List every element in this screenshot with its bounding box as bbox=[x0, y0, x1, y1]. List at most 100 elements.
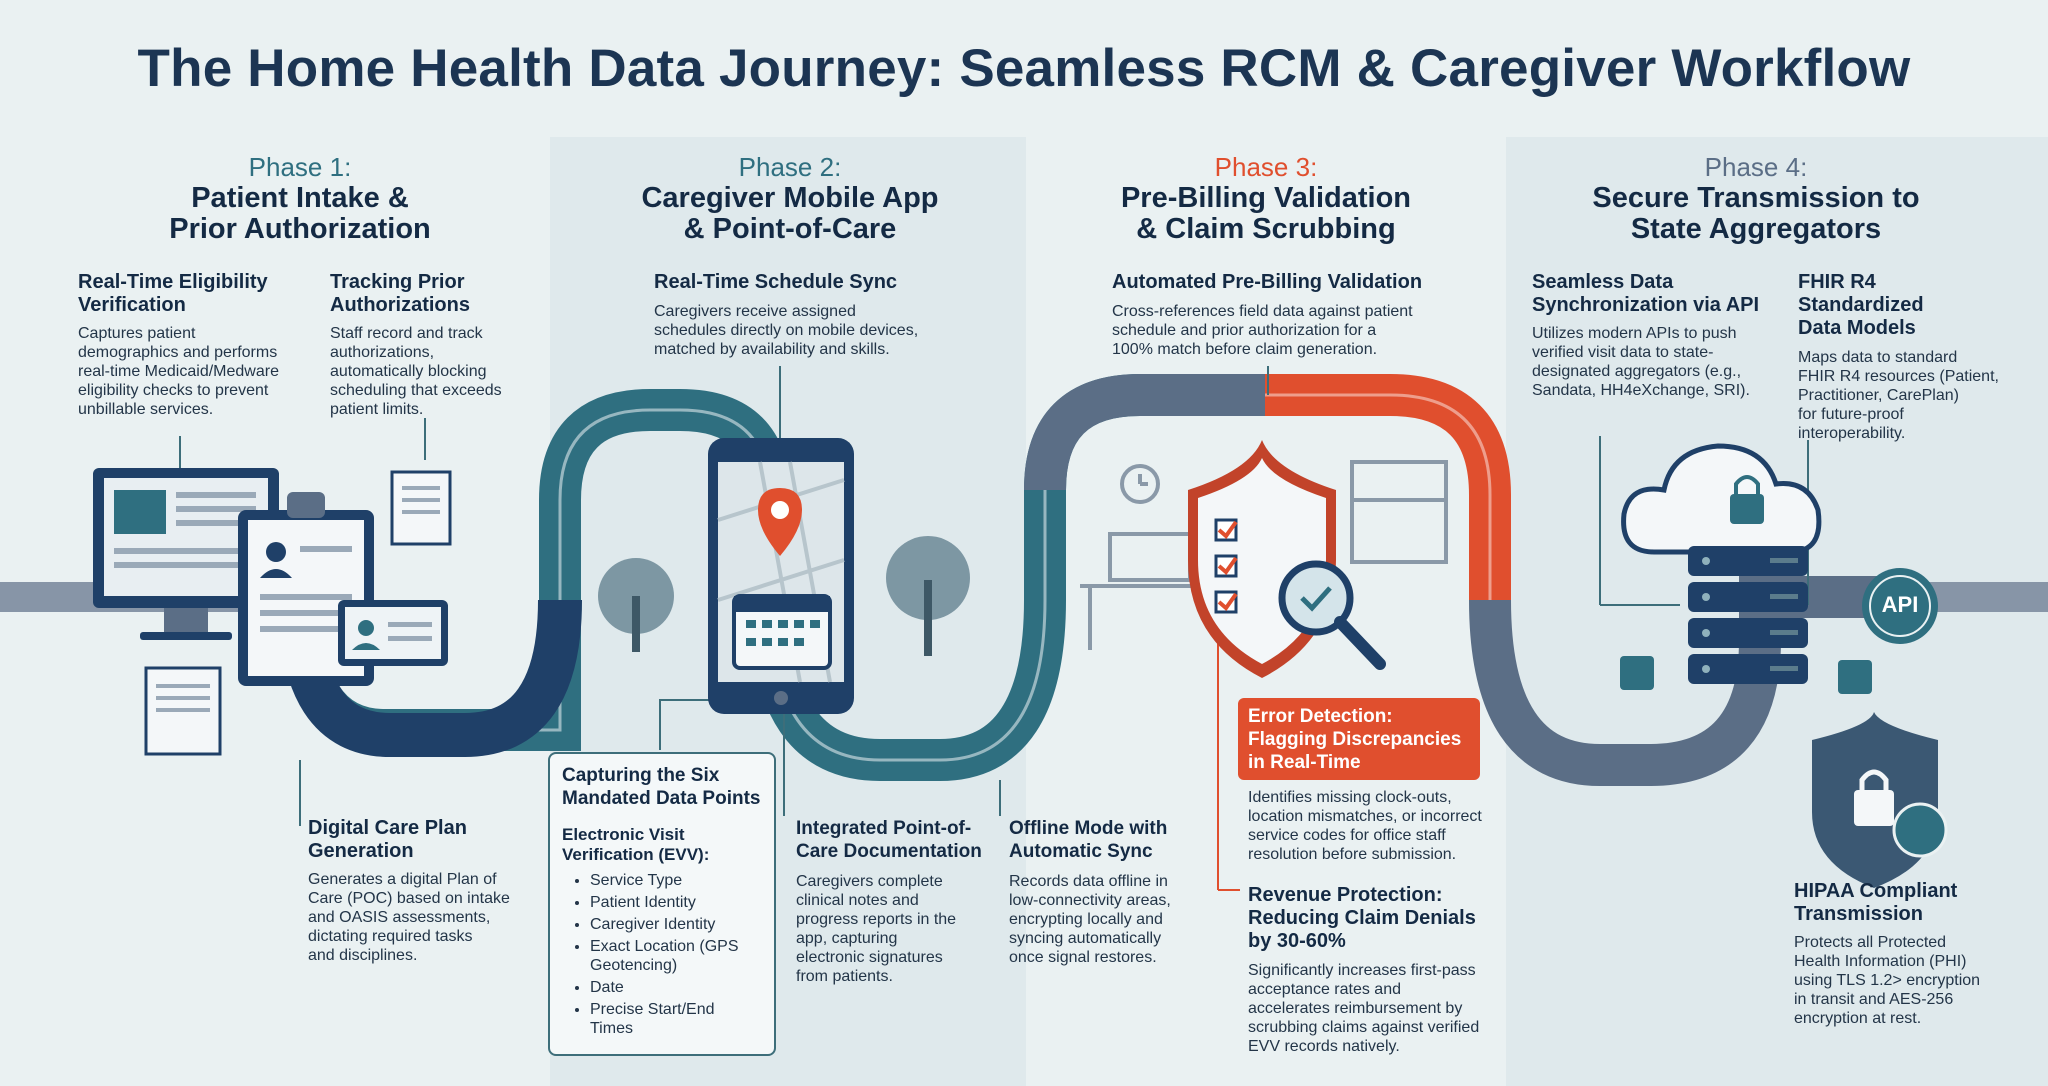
validation-heading: Automated Pre-Billing Validation bbox=[1112, 271, 1423, 293]
hipaa-heading-2: Transmission bbox=[1794, 903, 1923, 925]
office-desk-icon bbox=[1080, 460, 1448, 650]
phase4-title-line1: Secure Transmission to bbox=[1592, 182, 1920, 214]
road-slate bbox=[1469, 576, 1900, 786]
hipaa-text-3: using TLS 1.2> encryption bbox=[1794, 972, 1981, 989]
eligibility-text-4: eligibility checks to prevent bbox=[78, 382, 269, 399]
phase3-label: Phase 3: bbox=[1214, 152, 1318, 182]
phase3-title-line1: Pre-Billing Validation bbox=[1120, 182, 1412, 214]
phase1-label: Phase 1: bbox=[248, 152, 352, 182]
eligibility-heading-2: Verification bbox=[78, 294, 186, 316]
prior-auth-text-4: scheduling that exceeds bbox=[330, 382, 502, 399]
prior-auth-text-3: automatically blocking bbox=[330, 363, 487, 380]
offline-text-5: once signal restores. bbox=[1009, 949, 1157, 966]
revenue-text-3: accelerates reimbursement by bbox=[1248, 1000, 1463, 1017]
eligibility-text-5: unbillable services. bbox=[78, 401, 214, 418]
eligibility-heading-1: Real-Time Eligibility bbox=[78, 271, 268, 293]
server-stack-icon bbox=[1688, 546, 1808, 684]
phase3-title-line2: & Claim Scrubbing bbox=[1136, 213, 1396, 245]
hipaa-text-4: in transit and AES-256 bbox=[1794, 991, 1954, 1008]
care-plan-text-5: and disciplines. bbox=[308, 947, 418, 964]
offline-heading-2: Automatic Sync bbox=[1009, 841, 1153, 862]
validation-text-1: Cross-references field data against pati… bbox=[1112, 303, 1413, 320]
offline-text-1: Records data offline in bbox=[1009, 873, 1168, 890]
list-item: Exact Location (GPS bbox=[590, 936, 739, 958]
prior-auth-text-1: Staff record and track bbox=[330, 325, 483, 342]
error-heading-2: Flagging Discrepancies bbox=[1248, 729, 1462, 750]
offline-heading-1: Offline Mode with bbox=[1009, 818, 1168, 839]
list-item: Times bbox=[590, 1020, 633, 1037]
error-text-2: location mismatches, or incorrect bbox=[1248, 808, 1482, 825]
offline-text-2: low-connectivity areas, bbox=[1009, 892, 1171, 909]
revenue-text-2: acceptance rates and bbox=[1248, 981, 1401, 998]
list-item: Precise Start/End bbox=[590, 999, 739, 1021]
fhir-heading-3: Data Models bbox=[1798, 317, 1916, 339]
shield-checklist-icon bbox=[1188, 440, 1386, 678]
validation-text-2: schedule and prior authorization for a bbox=[1112, 322, 1377, 339]
care-plan-text-1: Generates a digital Plan of bbox=[308, 871, 497, 888]
list-item: Service Type bbox=[590, 870, 739, 892]
api-sync-text-1: Utilizes modern APIs to push bbox=[1532, 325, 1737, 342]
phase2-title-line2: & Point-of-Care bbox=[683, 213, 897, 245]
documentation-text-6: from patients. bbox=[796, 968, 893, 985]
error-detection-box bbox=[1238, 698, 1480, 780]
api-sync-heading-1: Seamless Data bbox=[1532, 271, 1674, 293]
orange-connectors bbox=[1217, 640, 1240, 891]
document-icon bbox=[390, 470, 452, 546]
six-points-heading-2: Mandated Data Points bbox=[562, 788, 761, 809]
api-sync-text-2: verified visit data to state- bbox=[1532, 344, 1714, 361]
road-orange bbox=[1265, 374, 1511, 600]
phase4-title-line2: State Aggregators bbox=[1630, 213, 1882, 245]
id-card-icon bbox=[338, 600, 448, 666]
error-heading-3: in Real-Time bbox=[1248, 752, 1361, 773]
error-text-1: Identifies missing clock-outs, bbox=[1248, 789, 1452, 806]
smartphone-icon bbox=[708, 438, 854, 714]
api-sync-text-4: Sandata, HH4eXchange, SRI). bbox=[1532, 382, 1750, 399]
care-plan-text-4: dictating required tasks bbox=[308, 928, 473, 945]
documentation-text-3: progress reports in the bbox=[796, 911, 957, 928]
care-plan-heading-2: Generation bbox=[308, 840, 414, 862]
documentation-text-5: electronic signatures bbox=[796, 949, 943, 966]
offline-text-3: encrypting locally and bbox=[1009, 911, 1163, 928]
schedule-text-2: schedules directly on mobile devices, bbox=[654, 322, 919, 339]
cloud-lock-icon bbox=[1621, 443, 1822, 555]
revenue-text-1: Significantly increases first-pass bbox=[1248, 962, 1476, 979]
eligibility-text-1: Captures patient bbox=[78, 325, 196, 342]
error-text-3: service codes for office staff bbox=[1248, 827, 1446, 844]
lock-icon bbox=[1620, 656, 1872, 694]
hipaa-shield-icon bbox=[1812, 712, 1948, 888]
evv-subheading-2: Verification (EVV): bbox=[562, 845, 710, 864]
hipaa-text-2: Health Information (PHI) bbox=[1794, 953, 1967, 970]
computer-monitor-icon bbox=[93, 468, 279, 640]
prior-auth-text-5: patient limits. bbox=[330, 401, 424, 418]
documentation-heading-2: Care Documentation bbox=[796, 841, 982, 862]
care-plan-text-3: and OASIS assessments, bbox=[308, 909, 491, 926]
hipaa-text-1: Protects all Protected bbox=[1794, 934, 1947, 951]
fhir-text-2: FHIR R4 resources (Patient, bbox=[1798, 368, 1999, 385]
six-points-heading-1: Capturing the Six bbox=[562, 765, 720, 786]
list-item: Geotencing) bbox=[590, 957, 678, 974]
prior-auth-text-2: authorizations, bbox=[330, 344, 435, 361]
schedule-heading: Real-Time Schedule Sync bbox=[654, 271, 898, 293]
evv-data-points-list: Service Type Patient Identity Caregiver … bbox=[562, 870, 739, 1040]
eligibility-text-2: demographics and performs bbox=[78, 344, 278, 361]
tree-icon bbox=[598, 536, 970, 656]
prior-auth-heading-2: Authorizations bbox=[330, 294, 470, 316]
phase1-title-line2: Prior Authorization bbox=[169, 213, 431, 245]
documentation-heading-1: Integrated Point-of- bbox=[796, 818, 972, 839]
schedule-text-1: Caregivers receive assigned bbox=[654, 303, 856, 320]
document-stack-icon bbox=[144, 666, 222, 756]
revenue-text-4: scrubbing claims against verified bbox=[1248, 1019, 1480, 1036]
api-sync-text-3: designated aggregators (e.g., bbox=[1532, 363, 1742, 380]
prior-auth-heading-1: Tracking Prior bbox=[330, 271, 465, 293]
list-item: Patient Identity bbox=[590, 892, 739, 914]
api-badge: API bbox=[1881, 592, 1919, 617]
schedule-text-3: matched by availability and skills. bbox=[654, 341, 890, 358]
offline-text-4: syncing automatically bbox=[1009, 930, 1162, 947]
documentation-text-2: clinical notes and bbox=[796, 892, 919, 909]
phase1-title-line1: Patient Intake & bbox=[191, 182, 409, 214]
error-text-4: resolution before submission. bbox=[1248, 846, 1457, 863]
care-plan-heading-1: Digital Care Plan bbox=[308, 817, 467, 839]
hipaa-heading-1: HIPAA Compliant bbox=[1794, 880, 1958, 902]
fhir-text-4: for future-proof bbox=[1798, 406, 1904, 423]
